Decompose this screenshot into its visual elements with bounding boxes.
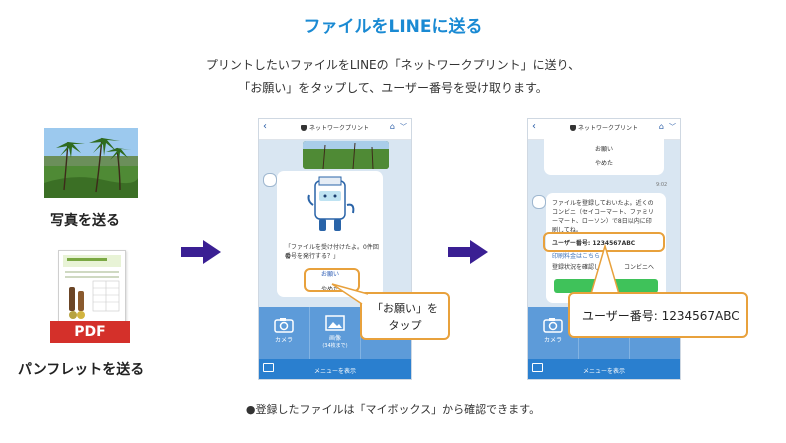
chat-bubble: ファイルを登録しておいたよ。近くの コンビニ（セイコーマート、ファミリ ーマート… [546, 193, 666, 303]
status-link-tail: コンビニへ [624, 264, 655, 271]
printer-mascot-icon [307, 176, 355, 231]
callout-user-number: ユーザー番号: 1234567ABC [582, 309, 740, 323]
message-line-2: コンビニ（セイコーマート、ファミリ [552, 209, 654, 216]
user-number-text: ユーザー番号: 1234567ABC [552, 240, 636, 247]
chat-title: ネットワークプリント [259, 123, 411, 132]
menu-label: メニューを表示 [582, 368, 625, 375]
callout-line-2: タップ [388, 319, 422, 332]
message-line-1: ファイルを登録しておいたよ。近くの [552, 200, 654, 207]
intro-line-1: プリントしたいファイルをLINEの「ネットワークプリント」に送り、 [205, 58, 581, 72]
rich-menu-camera[interactable]: カメラ [259, 307, 310, 359]
yameta-button[interactable]: やめた [320, 286, 339, 293]
send-photo-label: 写真を送る [50, 213, 120, 229]
bot-avatar [263, 173, 277, 187]
callout-pointer [331, 283, 369, 305]
intro-line-2: 「お願い」をタップして、ユーザー番号を受け取ります。 [238, 81, 548, 95]
callout-line-1: 「お願い」を [372, 302, 438, 315]
chat-header: ‹ ネットワークプリント ⌂ ﹀ [259, 119, 411, 140]
page-title: ファイルをLINEに送る [303, 17, 483, 37]
pamphlet-document-icon [58, 250, 126, 328]
message-line-4: 刷してね。 [552, 227, 582, 234]
camera-icon [543, 318, 563, 333]
landscape-photo [44, 128, 138, 198]
chat-title: ネットワークプリント [528, 123, 680, 132]
options-bubble: お願い やめた [544, 135, 664, 175]
message-text-line-1: 「ファイルを受け付けたよ。0件回の [285, 244, 379, 260]
option-onegai[interactable]: お願い [594, 146, 613, 153]
send-pamphlet-label: パンフレットを送る [18, 362, 145, 378]
pdf-badge: PDF [50, 321, 130, 343]
menu-bar[interactable]: メニューを表示 [528, 359, 680, 379]
sent-photo-thumbnail[interactable] [303, 141, 389, 169]
status-link[interactable]: 登録状況を確認し [552, 264, 601, 271]
arrow-right-icon [181, 240, 221, 264]
onegai-button[interactable]: お願い [320, 271, 339, 278]
keyboard-icon[interactable] [532, 363, 543, 372]
chat-bubble: 「ファイルを受け付けたよ。0件回の 番号を発行する？」 お願い やめた [277, 171, 383, 297]
back-icon[interactable]: ‹ [263, 121, 267, 132]
shield-icon [300, 125, 307, 131]
tap-onegai-callout: 「お願い」を タップ [360, 292, 450, 340]
shield-icon [569, 125, 576, 131]
option-yameta[interactable]: やめた [594, 160, 613, 167]
arrow-right-icon [448, 240, 488, 264]
camera-icon [274, 318, 294, 333]
home-icon[interactable]: ⌂ [389, 122, 395, 131]
onegai-highlight [304, 268, 360, 292]
chevron-down-icon[interactable]: ﹀ [669, 123, 676, 131]
keyboard-icon[interactable] [263, 363, 274, 372]
menu-label: メニューを表示 [313, 368, 356, 375]
home-icon[interactable]: ⌂ [658, 122, 664, 131]
message-line-3: ーマート、ローソン）で8日以内に印 [552, 218, 652, 225]
price-link[interactable]: 印刷料金はこちら [552, 253, 601, 260]
bot-avatar [532, 195, 546, 209]
back-icon[interactable]: ‹ [532, 121, 536, 132]
menu-bar[interactable]: メニューを表示 [259, 359, 411, 379]
rich-menu-photo[interactable]: 画像 (34枚まで) [310, 307, 361, 359]
image-icon [325, 315, 345, 331]
callout-pointer [590, 244, 620, 295]
line-chat-screen-1: ‹ ネットワークプリント ⌂ ﹀ 「ファイルを受け付けたよ。0件回の 番号を発行… [258, 118, 412, 380]
footnote: ●登録したファイルは「マイボックス」から確認できます。 [245, 403, 541, 416]
user-number-callout: ユーザー番号: 1234567ABC [568, 292, 748, 338]
chevron-down-icon[interactable]: ﹀ [400, 123, 407, 131]
message-time: 9:02 [656, 182, 668, 188]
message-text-line-2: 番号を発行する？」 [285, 253, 340, 260]
